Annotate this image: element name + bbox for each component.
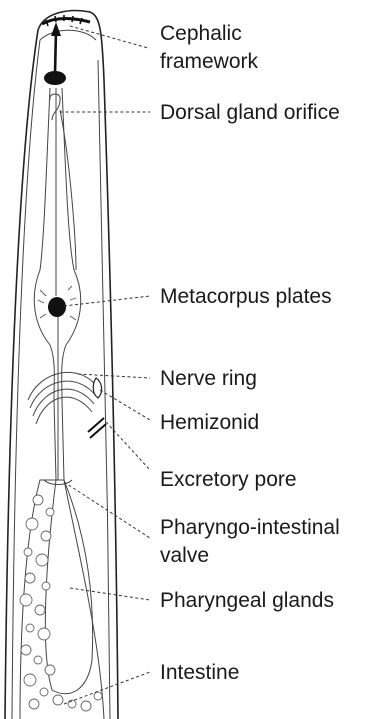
- stylet: [44, 22, 66, 85]
- label-pharyngo-intestinal-valve-line2: valve: [160, 544, 209, 567]
- label-hemizonid: Hemizonid: [160, 411, 259, 434]
- hemizonid: [93, 378, 101, 398]
- dorsal-gland-duct: [60, 110, 76, 270]
- label-excretory-pore: Excretory pore: [160, 468, 297, 491]
- label-pharyngeal-glands: Pharyngeal glands: [160, 589, 334, 612]
- label-cephalic-framework-line2: framework: [160, 50, 259, 73]
- label-dorsal-gland-orifice: Dorsal gland orifice: [160, 101, 340, 124]
- pharyngo-intestinal-valve: [44, 480, 72, 485]
- label-pharyngo-intestinal-valve-line1: Pharyngo-intestinal: [160, 516, 340, 539]
- intestine-granules: [20, 495, 102, 711]
- label-intestine: Intestine: [160, 661, 239, 684]
- nerve-ring: [28, 372, 98, 424]
- pharynx: [34, 88, 80, 480]
- dorsal-gland-orifice: [50, 94, 60, 120]
- excretory-pore: [88, 418, 106, 438]
- label-metacorpus-plates: Metacorpus plates: [160, 285, 332, 308]
- label-cephalic-framework-line1: Cephalic: [160, 22, 242, 45]
- label-nerve-ring: Nerve ring: [160, 367, 257, 390]
